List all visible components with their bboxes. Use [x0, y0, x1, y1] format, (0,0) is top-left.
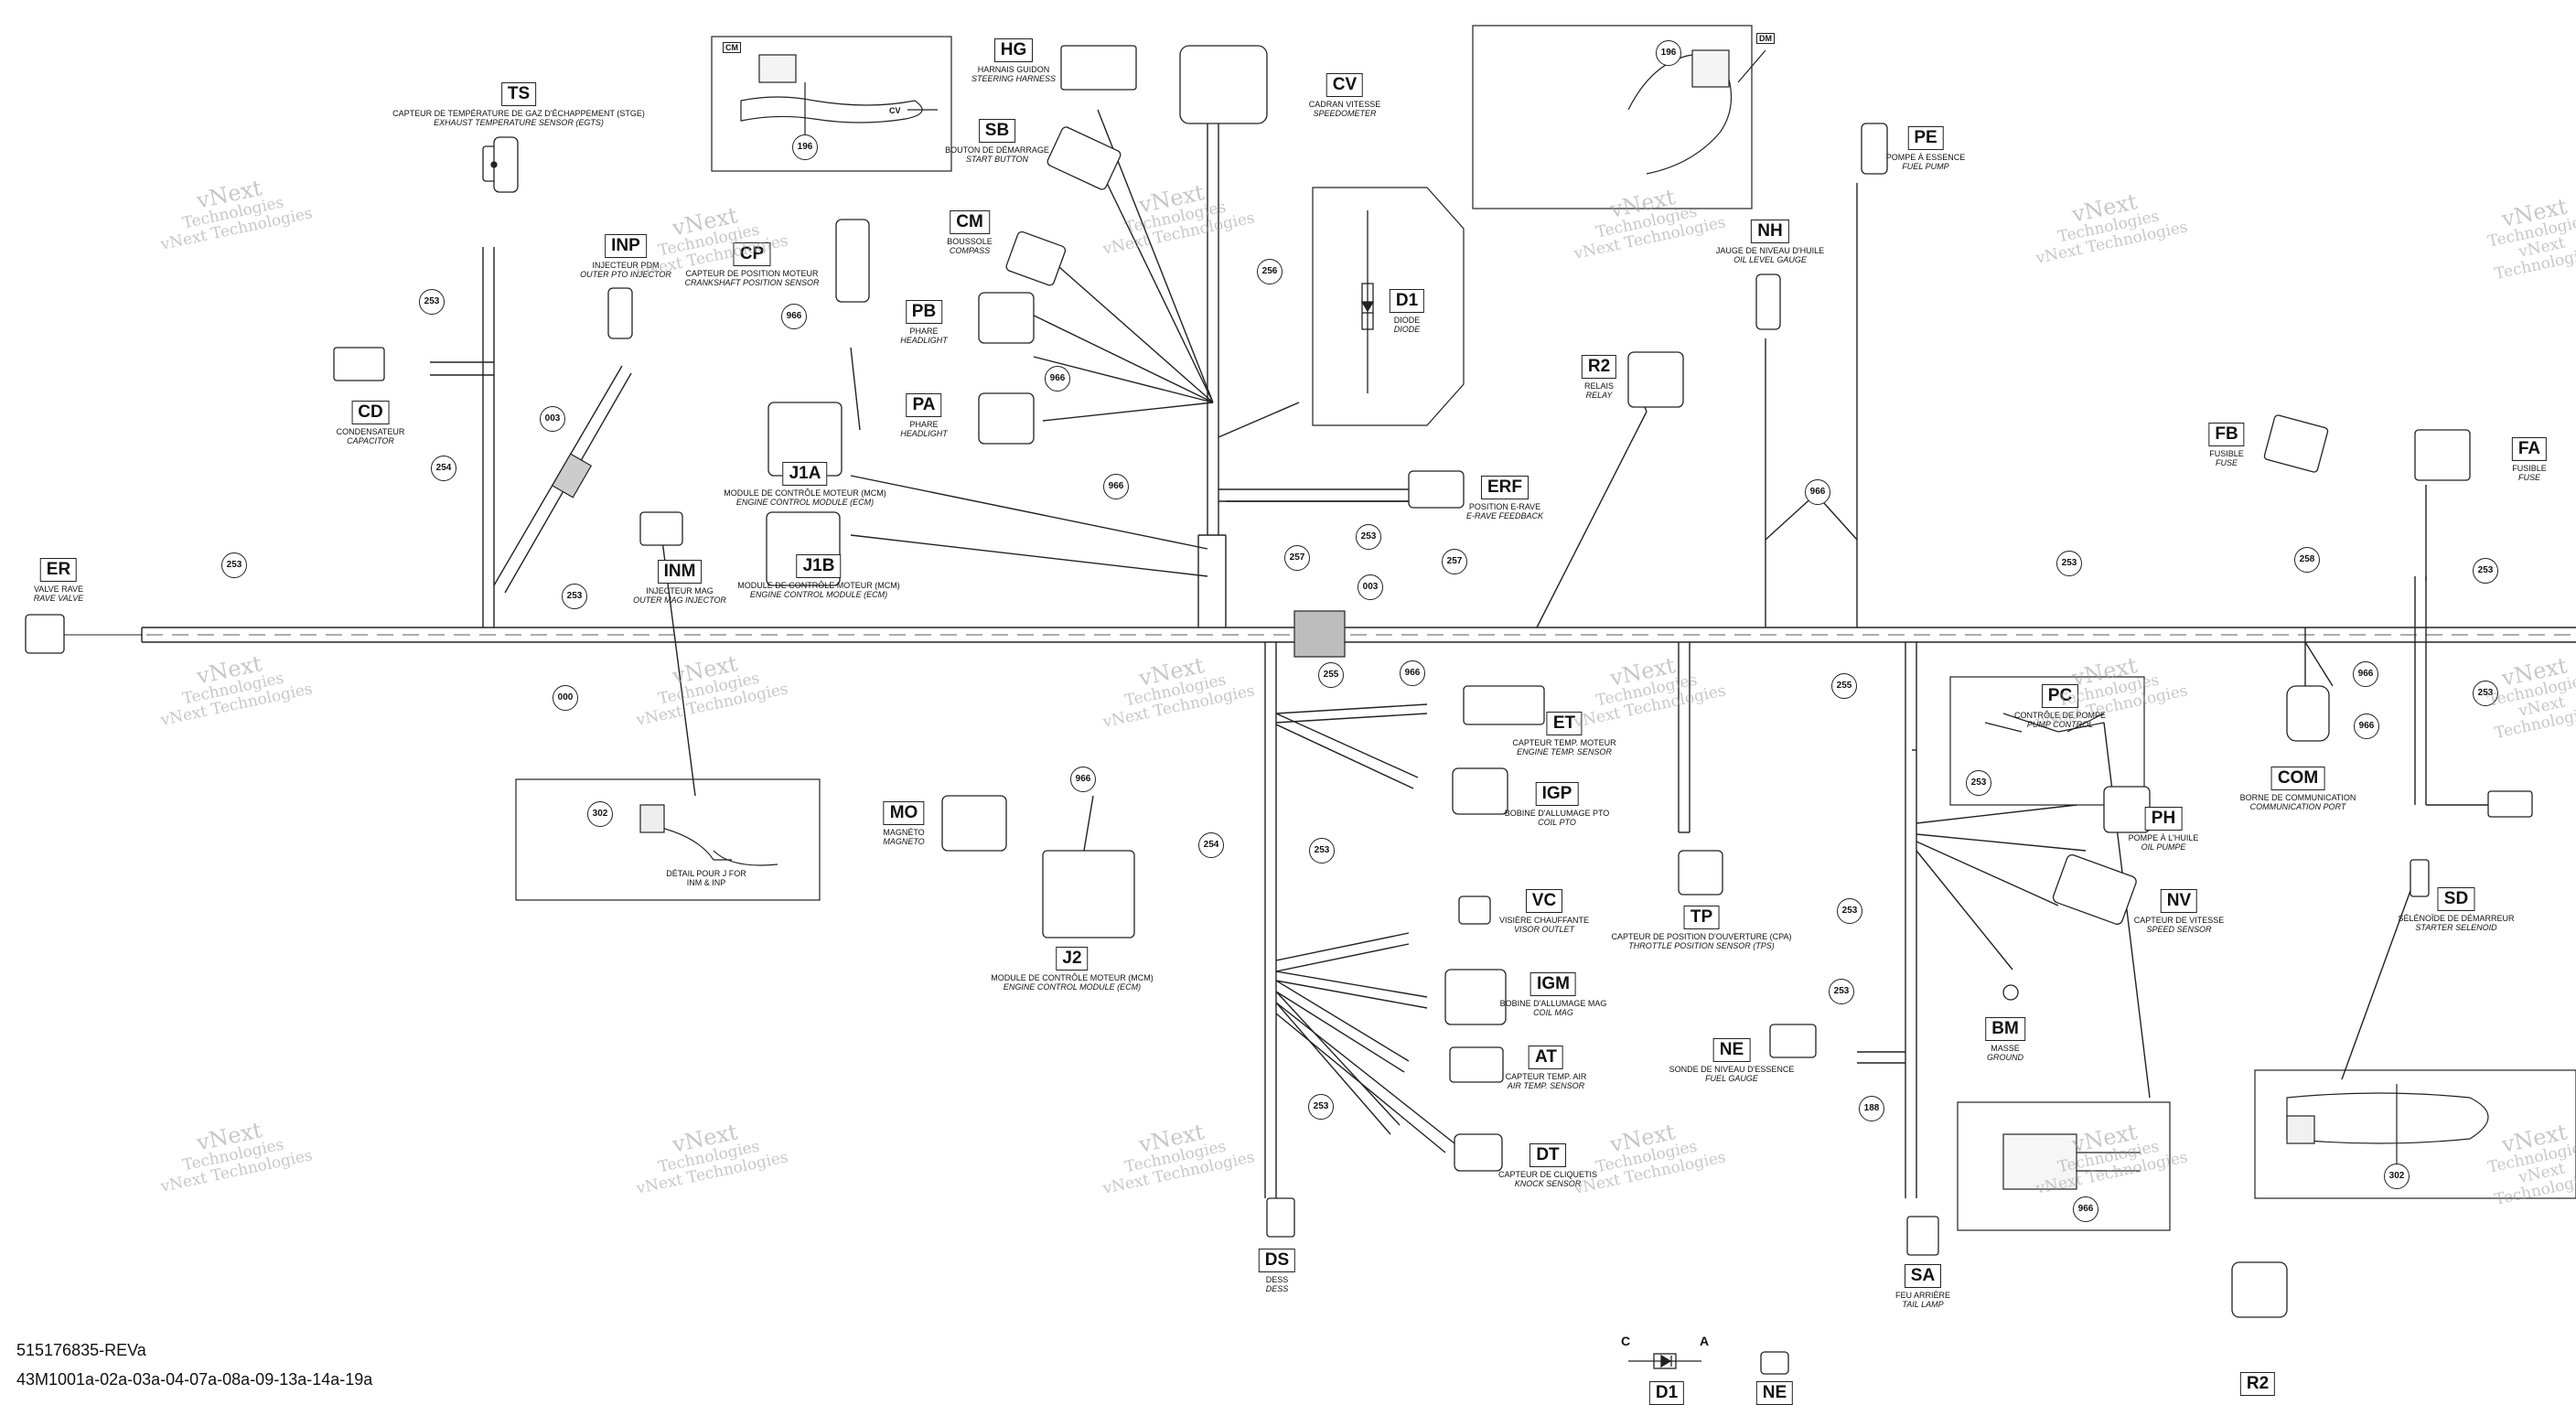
- label-vc: VC VISIÈRE CHAUFFANTE VISOR OUTLET: [1498, 889, 1590, 935]
- label-j2: J2 MODULE DE CONTRÔLE MOTEUR (MCM) ENGIN…: [991, 947, 1154, 992]
- wire-number: 966: [1070, 767, 1096, 792]
- wire-number: 253: [419, 289, 445, 315]
- label-inm: INM INJECTEUR MAG OUTER MAG INJECTOR: [633, 560, 726, 606]
- wire-number: 966: [2354, 713, 2379, 739]
- wire-number: 966: [1400, 660, 1425, 686]
- label-ph: PH POMPE À L'HUILE OIL PUMPE: [2128, 807, 2199, 853]
- wire-number: 302: [2384, 1164, 2410, 1189]
- label-cv: CV CADRAN VITESSE SPEEDOMETER: [1308, 73, 1381, 119]
- wire-number: 966: [1103, 474, 1129, 499]
- wire-number: 255: [1831, 673, 1857, 699]
- label-et: ET CAPTEUR TEMP. MOTEUR ENGINE TEMP. SEN…: [1512, 712, 1616, 757]
- wire-number: 258: [2294, 547, 2320, 573]
- wire-number: 253: [221, 552, 247, 578]
- wire-number: 253: [1356, 524, 1381, 550]
- wire-number: 255: [1318, 662, 1344, 688]
- label-igm: IGM BOBINE D'ALLUMAGE MAG COIL MAG: [1499, 972, 1607, 1018]
- detail-note: DÉTAIL POUR J FOR INM & INP: [666, 869, 746, 888]
- label-erf: ERF POSITION E-RAVE E-RAVE FEEDBACK: [1465, 476, 1544, 521]
- inset-tag-cm: CM: [723, 42, 741, 53]
- wire-number: 257: [1442, 549, 1467, 574]
- wire-number: 966: [2073, 1196, 2098, 1222]
- label-fa: FA FUSIBLE FUSE: [2511, 437, 2548, 483]
- wire-number: 966: [2353, 661, 2378, 687]
- label-sd: SD SÉLÉNOÏDE DE DÉMARREUR STARTER SELENO…: [2398, 887, 2515, 933]
- wire-number: 257: [1284, 545, 1310, 571]
- label-r2: R2 RELAIS RELAY: [1581, 355, 1617, 401]
- wire-number: 253: [1309, 838, 1335, 863]
- legend-ne: NE: [1755, 1381, 1794, 1405]
- label-ts: TS CAPTEUR DE TEMPÉRATURE DE GAZ D'ÉCHAP…: [392, 82, 645, 128]
- label-d1: D1 DIODE DIODE: [1389, 289, 1425, 335]
- wire-number: 966: [1805, 479, 1830, 505]
- label-at: AT CAPTEUR TEMP. AIR AIR TEMP. SENSOR: [1505, 1046, 1587, 1091]
- wire-number: 188: [1859, 1096, 1884, 1121]
- wire-number: 196: [792, 134, 818, 160]
- label-ds: DS DESS DESS: [1258, 1249, 1296, 1294]
- label-com: COM BORNE DE COMMUNICATION COMMUNICATION…: [2239, 767, 2356, 812]
- wire-number: 000: [553, 685, 578, 711]
- wire-number: 254: [1198, 832, 1224, 858]
- label-ne: NE SONDE DE NIVEAU D'ESSENCE FUEL GAUGE: [1669, 1038, 1795, 1084]
- label-bm: BM MASSE GROUND: [1985, 1017, 2025, 1063]
- wire-number: 302: [587, 801, 613, 827]
- legend-r2: R2: [2239, 1372, 2276, 1396]
- legend-d1: D1: [1648, 1381, 1685, 1405]
- inset-tag-dm: DM: [1756, 33, 1775, 44]
- label-nv: NV CAPTEUR DE VITESSE SPEED SENSOR: [2133, 889, 2225, 935]
- label-sa: SA FEU ARRIÈRE TAIL LAMP: [1894, 1264, 1951, 1310]
- label-nh: NH JAUGE DE NIVEAU D'HUILE OIL LEVEL GAU…: [1715, 220, 1825, 265]
- wire-number: 253: [1308, 1094, 1334, 1120]
- label-cp: CP CAPTEUR DE POSITION MOTEUR CRANKSHAFT…: [684, 242, 820, 288]
- wire-number: 256: [1257, 259, 1283, 284]
- wire-number: 253: [2473, 558, 2498, 584]
- label-er: ER VALVE RAVE RAVE VALVE: [33, 558, 84, 604]
- label-mo: MO MAGNÉTO MAGNETO: [883, 801, 925, 847]
- label-igp: IGP BOBINE D'ALLUMAGE PTO COIL PTO: [1504, 782, 1610, 828]
- legend-a: A: [1700, 1334, 1710, 1348]
- wire-number: 253: [1966, 770, 1991, 796]
- wire-number: 253: [2056, 551, 2082, 576]
- label-pa: PA PHARE HEADLIGHT: [900, 393, 948, 439]
- wire-number: 196: [1656, 40, 1681, 66]
- wire-number: 003: [540, 406, 565, 432]
- inset-tag-cv: CV: [889, 106, 901, 115]
- label-j1b: J1B MODULE DE CONTRÔLE MOTEUR (MCM) ENGI…: [737, 554, 900, 600]
- label-pe: PE POMPE À ESSENCE FUEL PUMP: [1885, 126, 1966, 172]
- legend-c: C: [1621, 1334, 1631, 1348]
- wire-number: 003: [1358, 574, 1383, 600]
- label-tp: TP CAPTEUR DE POSITION D'OUVERTURE (CPA)…: [1611, 906, 1792, 951]
- label-j1a: J1A MODULE DE CONTRÔLE MOTEUR (MCM) ENGI…: [724, 462, 886, 508]
- label-dt: DT CAPTEUR DE CLIQUETIS KNOCK SENSOR: [1497, 1143, 1598, 1189]
- wire-number: 253: [2473, 681, 2498, 706]
- wire-number: 966: [781, 304, 807, 329]
- label-cd: CD CONDENSATEUR CAPACITOR: [336, 401, 405, 446]
- part-number: 515176835-REVa: [16, 1341, 146, 1359]
- label-pb: PB PHARE HEADLIGHT: [900, 300, 948, 346]
- label-cm: CM BOUSSOLE COMPASS: [947, 210, 993, 256]
- wire-number: 966: [1045, 366, 1070, 391]
- label-inp: INP INJECTEUR PDM OUTER PTO INJECTOR: [580, 234, 671, 280]
- label-sb: SB BOUTON DE DÉMARRAGE START BUTTON: [945, 119, 1049, 165]
- wire-number: 253: [1829, 979, 1854, 1004]
- label-fb: FB FUSIBLE FUSE: [2208, 423, 2245, 468]
- wire-number: 254: [431, 456, 456, 481]
- label-hg: HG HARNAIS GUIDON STEERING HARNESS: [971, 38, 1057, 84]
- label-pc: PC CONTRÔLE DE POMPE PUMP CONTROL: [2013, 684, 2107, 730]
- wire-number: 253: [1837, 898, 1862, 924]
- wire-number: 253: [562, 584, 587, 609]
- model-codes: 43M1001a-02a-03a-04-07a-08a-09-13a-14a-1…: [16, 1370, 373, 1389]
